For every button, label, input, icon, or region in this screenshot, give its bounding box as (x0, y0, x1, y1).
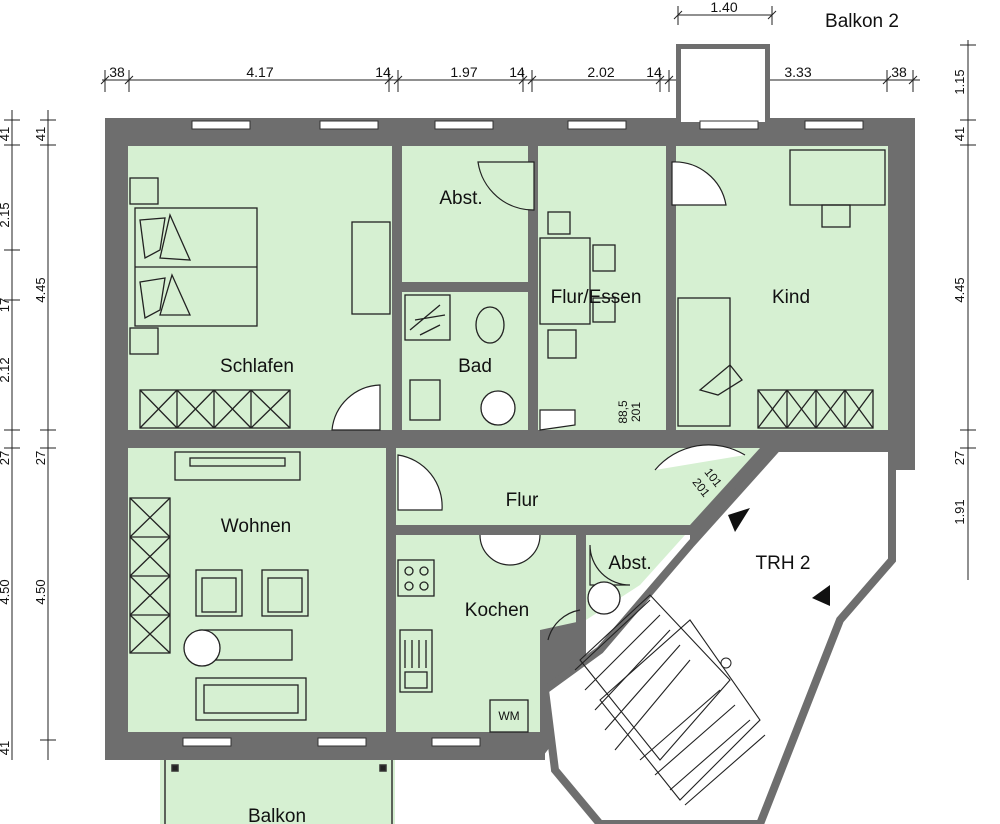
dim-mid-2: 4.45 (33, 277, 48, 302)
dim-mid-4: 4.50 (33, 579, 48, 604)
dim-top-8: 3.33 (784, 64, 811, 80)
dim-top-4: 1.97 (450, 64, 477, 80)
dim-top-5: 14 (509, 64, 525, 80)
balkon-bottom (164, 760, 393, 824)
dim-balkon-width: 1.40 (710, 0, 737, 15)
dim-left-6: 4.50 (0, 579, 12, 604)
dim-right-4: 27 (952, 451, 967, 465)
dimension-lines-top (100, 6, 920, 92)
dim-top-6: 2.02 (587, 64, 614, 80)
dim-left-3: 17 (0, 298, 12, 312)
label-abst-top: Abst. (439, 188, 482, 209)
label-balkon: Balkon (248, 806, 306, 824)
label-kochen: Kochen (465, 600, 529, 621)
label-flur: Flur (506, 490, 539, 511)
dim-right-1: 1.15 (952, 69, 967, 94)
dimension-lines-right (960, 40, 976, 580)
dimension-labels-top: 38 4.17 14 1.97 14 2.02 14 3.33 38 1.40 (109, 0, 907, 80)
door-label-flur-essen-a: 88,5 (616, 400, 630, 424)
room-schlafen-area (128, 146, 392, 430)
dim-mid-1: 41 (33, 127, 48, 141)
label-trh: TRH 2 (756, 553, 811, 574)
label-wm: WM (498, 709, 519, 723)
dim-top-9: 38 (891, 64, 907, 80)
dim-top-3: 14 (375, 64, 391, 80)
label-kind: Kind (772, 287, 810, 308)
dim-left-5: 27 (0, 451, 12, 465)
balkon-area (160, 760, 395, 824)
dim-top-1: 38 (109, 64, 125, 80)
dim-mid-3: 27 (33, 451, 48, 465)
doors (331, 161, 746, 641)
dim-top-2: 4.17 (246, 64, 273, 80)
dimension-lines-left (4, 110, 56, 760)
stairwell (540, 444, 896, 824)
room-wohnen-side (128, 448, 151, 732)
dim-right-2: 41 (952, 127, 967, 141)
label-balkon-2: Balkon 2 (825, 11, 899, 32)
door-label-flur-essen-b: 201 (629, 402, 643, 422)
dimension-labels-left: 41 2.15 17 2.12 27 4.50 41 41 4.45 27 4.… (0, 127, 48, 755)
label-flur-essen: Flur/Essen (551, 287, 642, 308)
room-flur-essen-area (538, 146, 666, 430)
dimension-labels-right: 1.15 41 4.45 27 1.91 (952, 69, 967, 524)
dim-left-2: 2.15 (0, 202, 12, 227)
dim-right-5: 1.91 (952, 499, 967, 524)
label-wohnen: Wohnen (221, 516, 291, 537)
label-schlafen: Schlafen (220, 356, 294, 377)
windows (182, 120, 864, 747)
dim-left-4: 2.12 (0, 357, 12, 382)
label-abst-bottom: Abst. (608, 553, 651, 574)
furniture (129, 149, 886, 733)
dim-right-3: 4.45 (952, 277, 967, 302)
room-labels: Schlafen Abst. Flur/Essen Kind Bad Wohne… (220, 11, 899, 824)
label-bad: Bad (458, 356, 492, 377)
dim-left-7: 41 (0, 741, 12, 755)
dim-left-1: 41 (0, 127, 12, 141)
dim-top-7: 14 (646, 64, 662, 80)
